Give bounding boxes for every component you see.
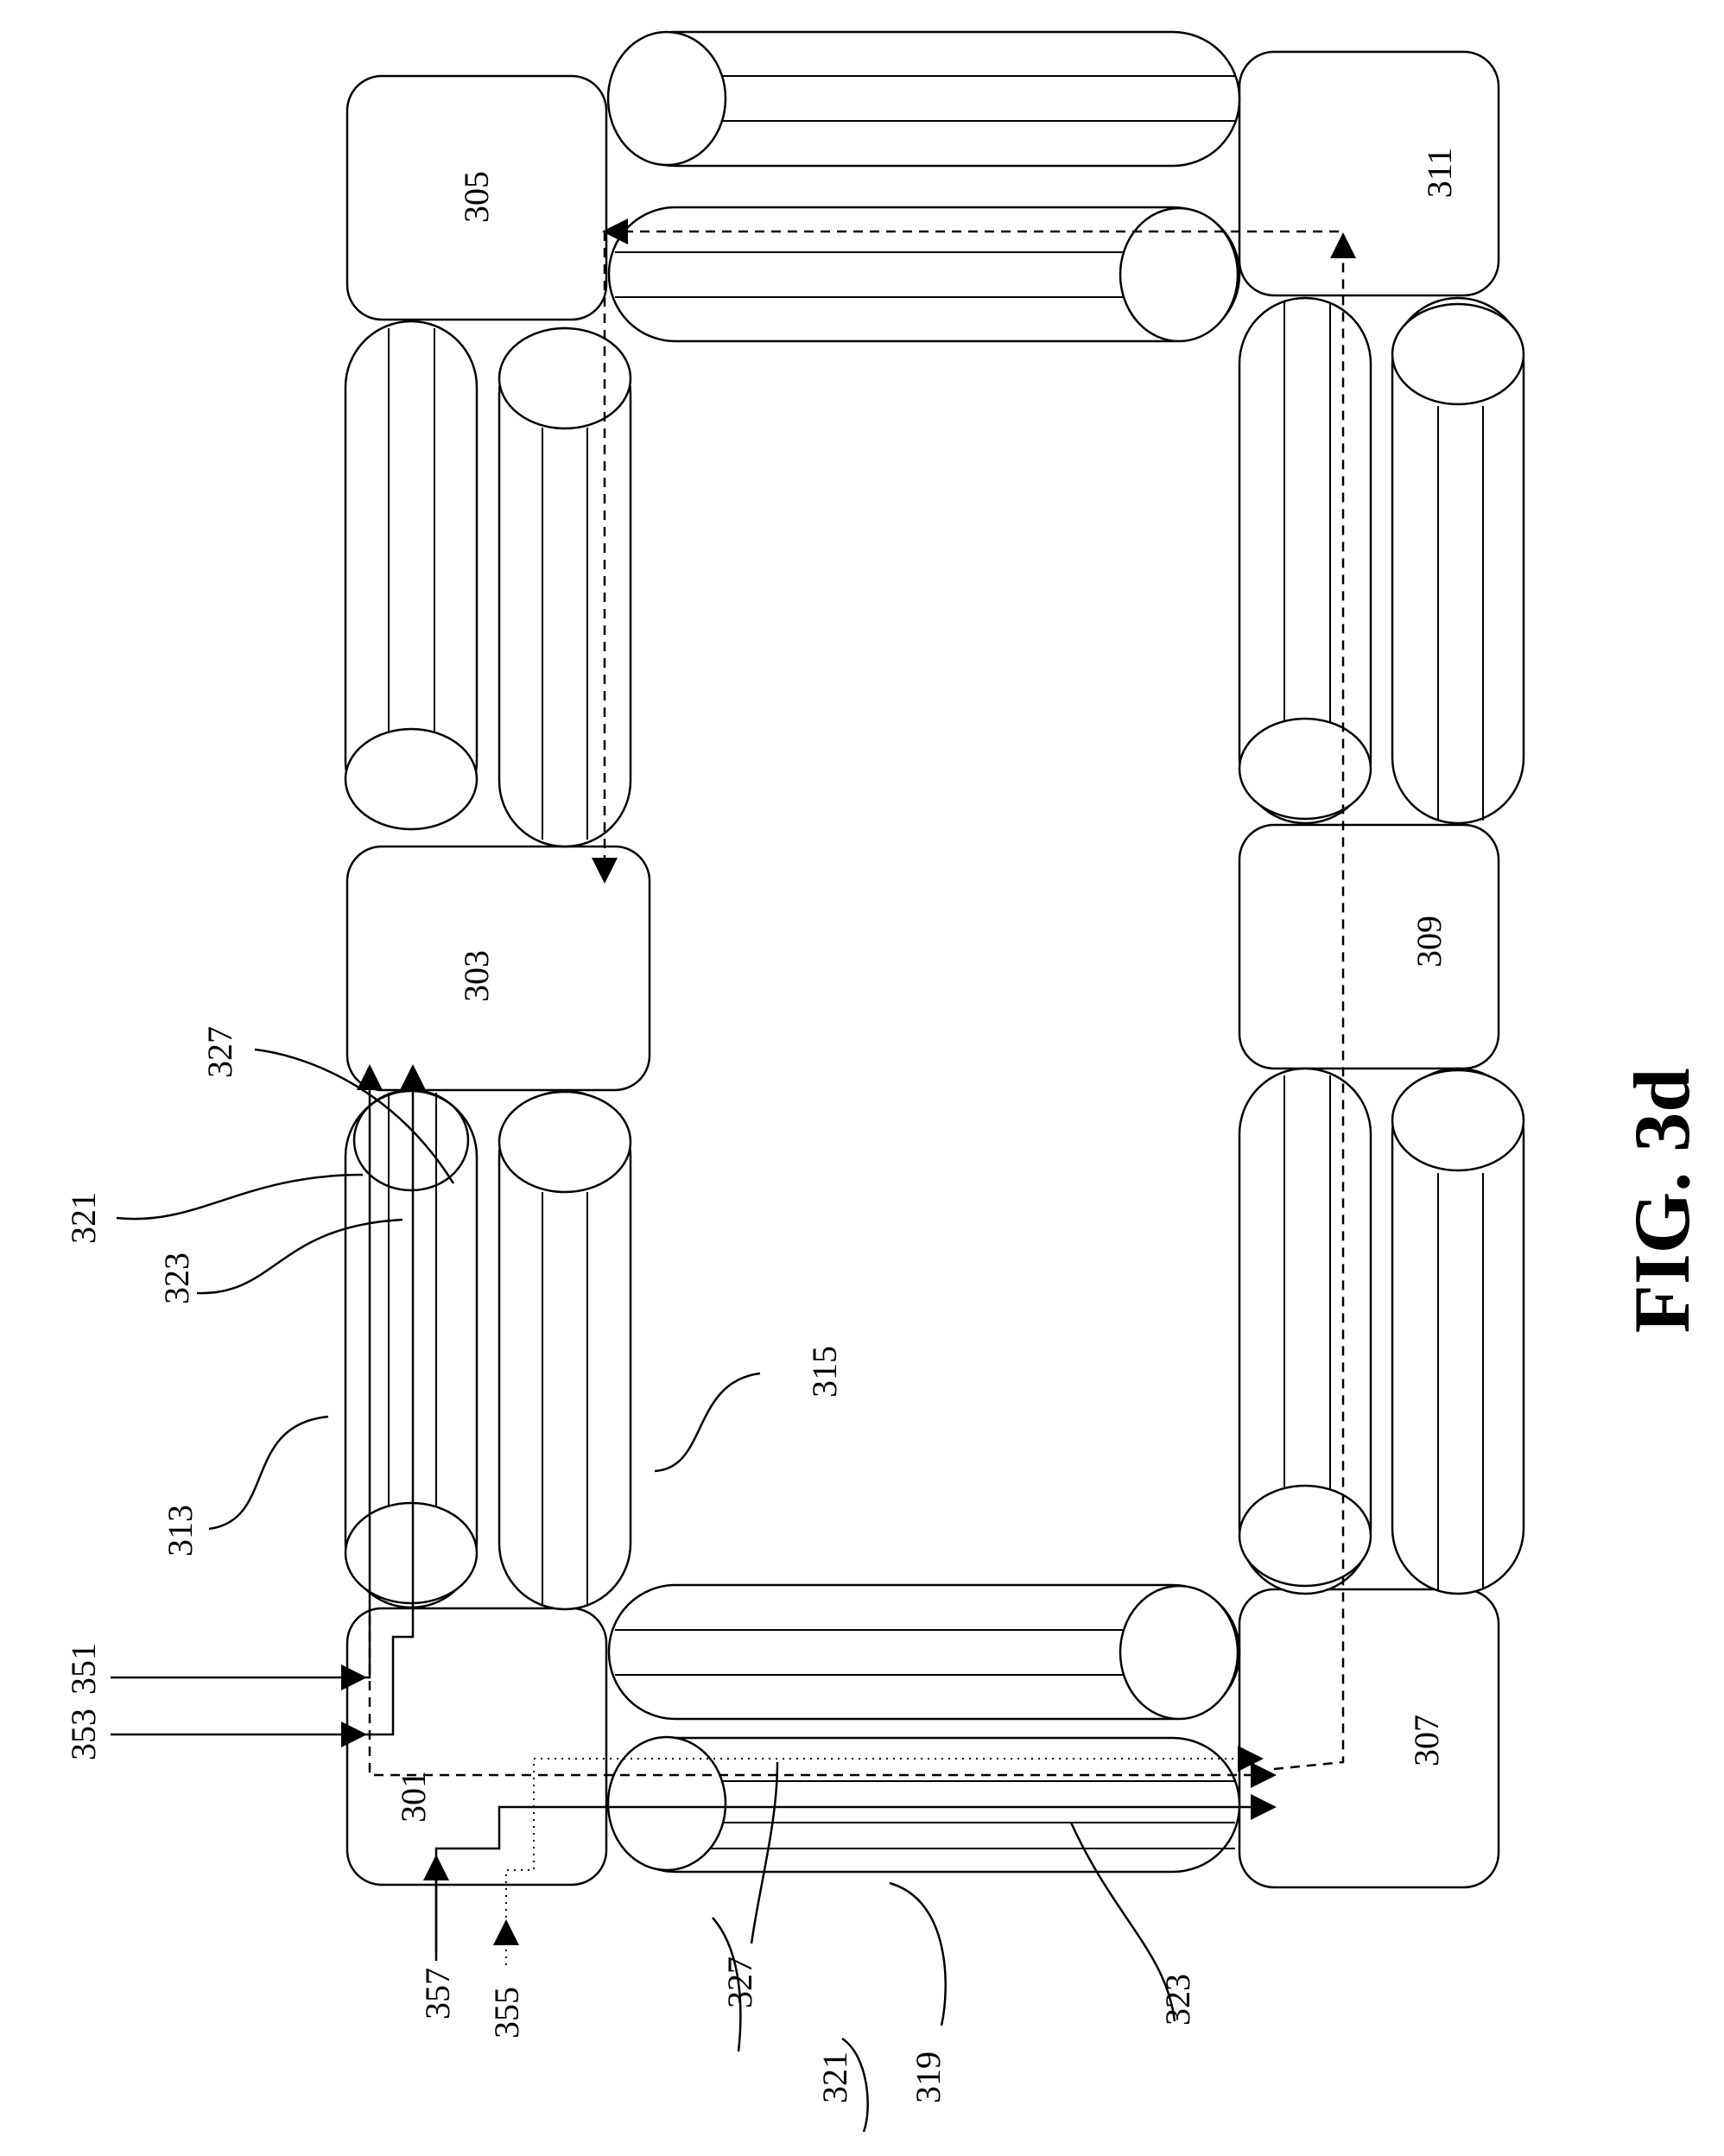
ref-321-bottom: 321 — [815, 2051, 854, 2103]
cable-319 — [608, 1737, 1239, 1872]
node-307-label: 307 — [1407, 1715, 1446, 1766]
cable-top-inner — [609, 207, 1239, 341]
cable-313 — [345, 1090, 477, 1607]
ref-321-top: 321 — [64, 1192, 103, 1244]
node-307: 307 — [1239, 1589, 1499, 1887]
node-303-label: 303 — [457, 950, 496, 1002]
ref-355: 355 — [487, 1987, 526, 2039]
node-301: 301 — [347, 1608, 606, 1885]
ref-313: 313 — [161, 1505, 200, 1557]
figure-caption: FIG. 3d — [1618, 1068, 1706, 1334]
ref-351: 351 — [64, 1643, 103, 1695]
node-303: 303 — [347, 847, 650, 1090]
cable-right-bottom-outer — [1392, 1068, 1524, 1594]
ref-323-bottom: 323 — [1158, 1974, 1197, 2026]
cable-right-top-outer — [1392, 298, 1524, 823]
ref-327-bottom: 327 — [720, 1956, 759, 2008]
cable-right-top-inner — [1239, 298, 1371, 823]
ref-319: 319 — [909, 2051, 948, 2103]
cable-right-bottom-inner — [1239, 1068, 1371, 1594]
cable-left-top-inner — [499, 328, 631, 847]
ref-315: 315 — [805, 1346, 844, 1398]
cable-315 — [499, 1091, 631, 1609]
cable-top-outer — [608, 32, 1239, 166]
ref-327-top: 327 — [200, 1026, 239, 1078]
node-311: 311 — [1239, 52, 1499, 295]
ref-357: 357 — [418, 1968, 457, 2020]
path-351 — [111, 1067, 370, 1677]
node-305: 305 — [347, 76, 606, 320]
ref-353: 353 — [64, 1709, 103, 1760]
node-311-label: 311 — [1420, 148, 1459, 199]
ref-323-top: 323 — [157, 1252, 196, 1304]
cable-left-top-outer — [345, 321, 477, 829]
node-309-label: 309 — [1410, 916, 1448, 967]
cable-bottom-inner — [609, 1585, 1239, 1719]
node-301-label: 301 — [394, 1771, 433, 1823]
node-305-label: 305 — [457, 171, 496, 223]
node-309: 309 — [1239, 825, 1499, 1068]
